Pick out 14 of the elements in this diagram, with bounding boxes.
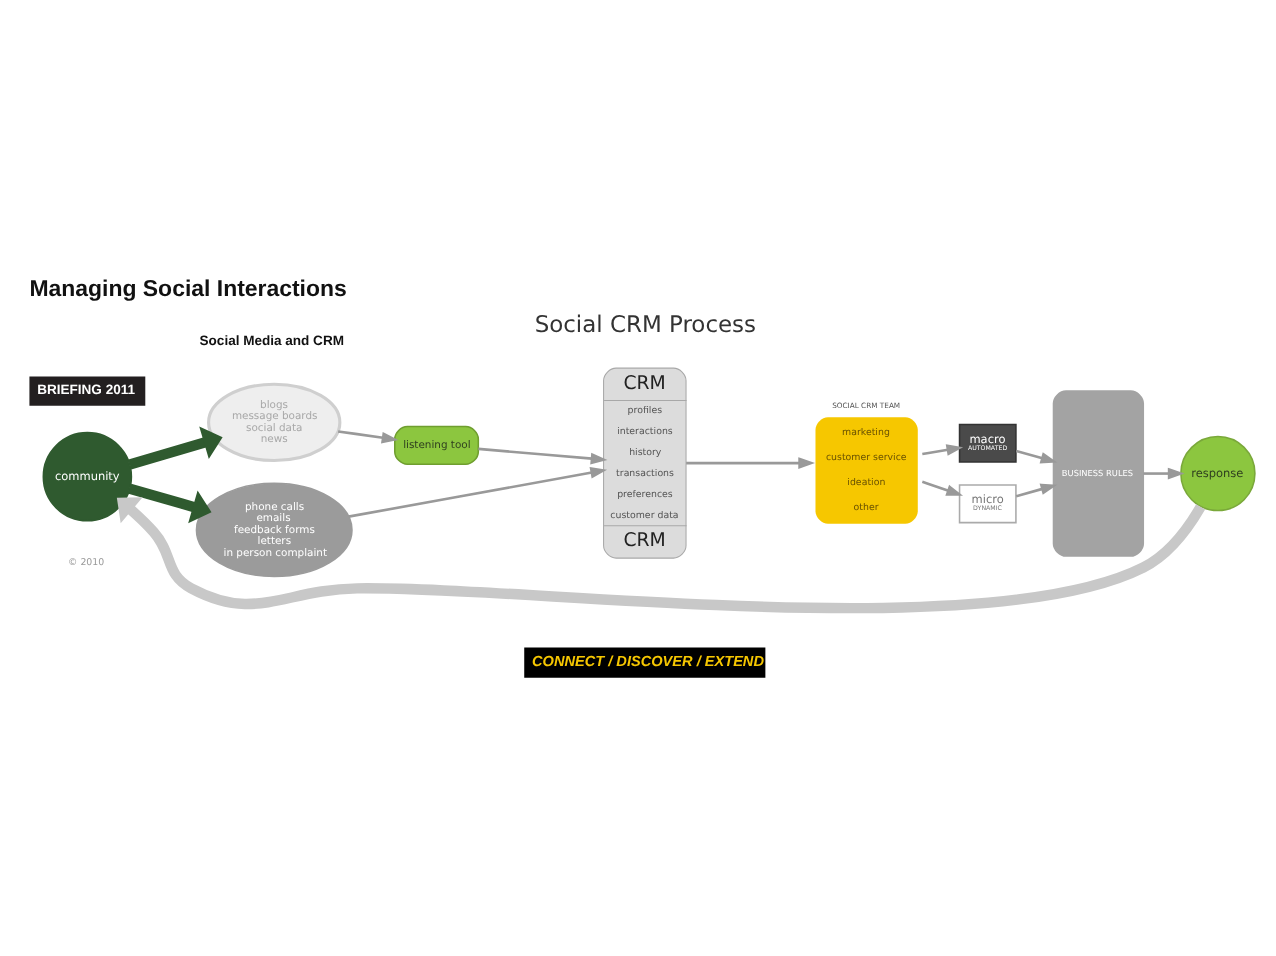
arrow <box>478 447 608 465</box>
arrow <box>128 483 212 524</box>
diagram-title: Managing Social Interactions <box>29 277 347 302</box>
arrow <box>1015 449 1058 464</box>
arrow <box>116 497 1206 614</box>
arrow <box>337 430 399 444</box>
arrow <box>348 467 608 518</box>
arrow <box>686 457 815 469</box>
arrow <box>1143 467 1185 480</box>
arrow <box>1015 483 1058 498</box>
arrow <box>128 426 223 470</box>
arrow <box>921 480 964 496</box>
label: Social CRM Process <box>534 310 757 339</box>
arrow <box>922 444 964 456</box>
